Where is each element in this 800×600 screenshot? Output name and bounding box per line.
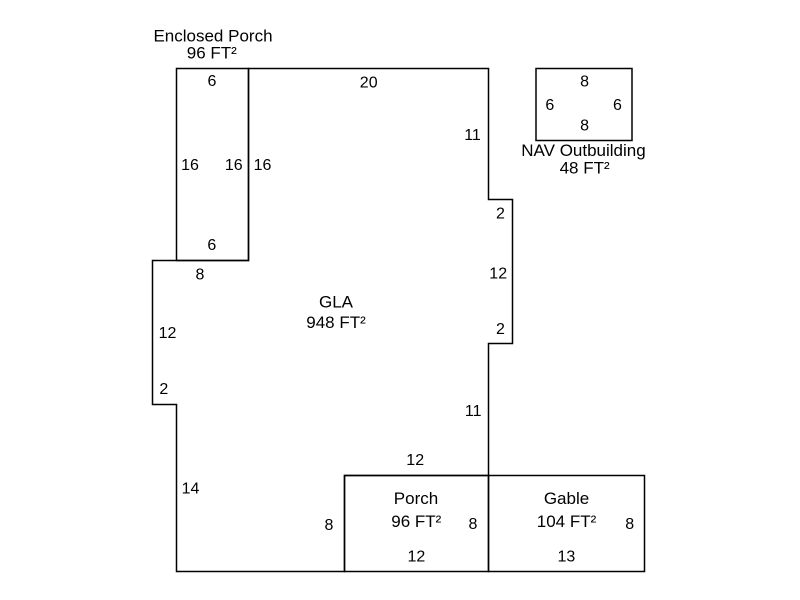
svg-text:48 FT²: 48 FT² — [560, 159, 610, 178]
svg-text:11: 11 — [464, 127, 481, 144]
svg-text:16: 16 — [254, 157, 272, 174]
svg-text:16: 16 — [181, 157, 199, 174]
svg-text:GLA: GLA — [319, 293, 354, 312]
svg-text:96 FT²: 96 FT² — [391, 512, 441, 531]
svg-text:NAV Outbuilding: NAV Outbuilding — [521, 141, 645, 160]
svg-text:13: 13 — [558, 549, 576, 566]
svg-text:20: 20 — [360, 74, 378, 91]
svg-text:14: 14 — [182, 481, 200, 498]
svg-text:Porch: Porch — [394, 489, 438, 508]
svg-text:12: 12 — [489, 266, 507, 283]
svg-text:96 FT²: 96 FT² — [187, 44, 237, 63]
svg-text:8: 8 — [196, 267, 205, 284]
svg-text:12: 12 — [408, 549, 426, 566]
svg-text:6: 6 — [545, 97, 554, 114]
svg-text:6: 6 — [207, 237, 216, 254]
svg-text:104 FT²: 104 FT² — [537, 512, 597, 531]
svg-text:8: 8 — [325, 517, 334, 534]
svg-text:Gable: Gable — [544, 489, 589, 508]
svg-text:11: 11 — [465, 403, 482, 420]
svg-text:6: 6 — [613, 97, 622, 114]
svg-text:Enclosed Porch: Enclosed Porch — [153, 26, 272, 45]
svg-text:8: 8 — [625, 516, 634, 533]
svg-text:2: 2 — [496, 206, 505, 223]
svg-text:2: 2 — [159, 381, 168, 398]
svg-text:8: 8 — [580, 73, 589, 90]
svg-text:6: 6 — [208, 73, 217, 90]
svg-text:2: 2 — [496, 321, 505, 338]
svg-text:12: 12 — [159, 325, 177, 342]
svg-text:16: 16 — [225, 157, 243, 174]
svg-text:8: 8 — [469, 516, 478, 533]
svg-text:948 FT²: 948 FT² — [306, 313, 366, 332]
svg-text:8: 8 — [580, 117, 589, 134]
svg-text:12: 12 — [406, 452, 424, 469]
